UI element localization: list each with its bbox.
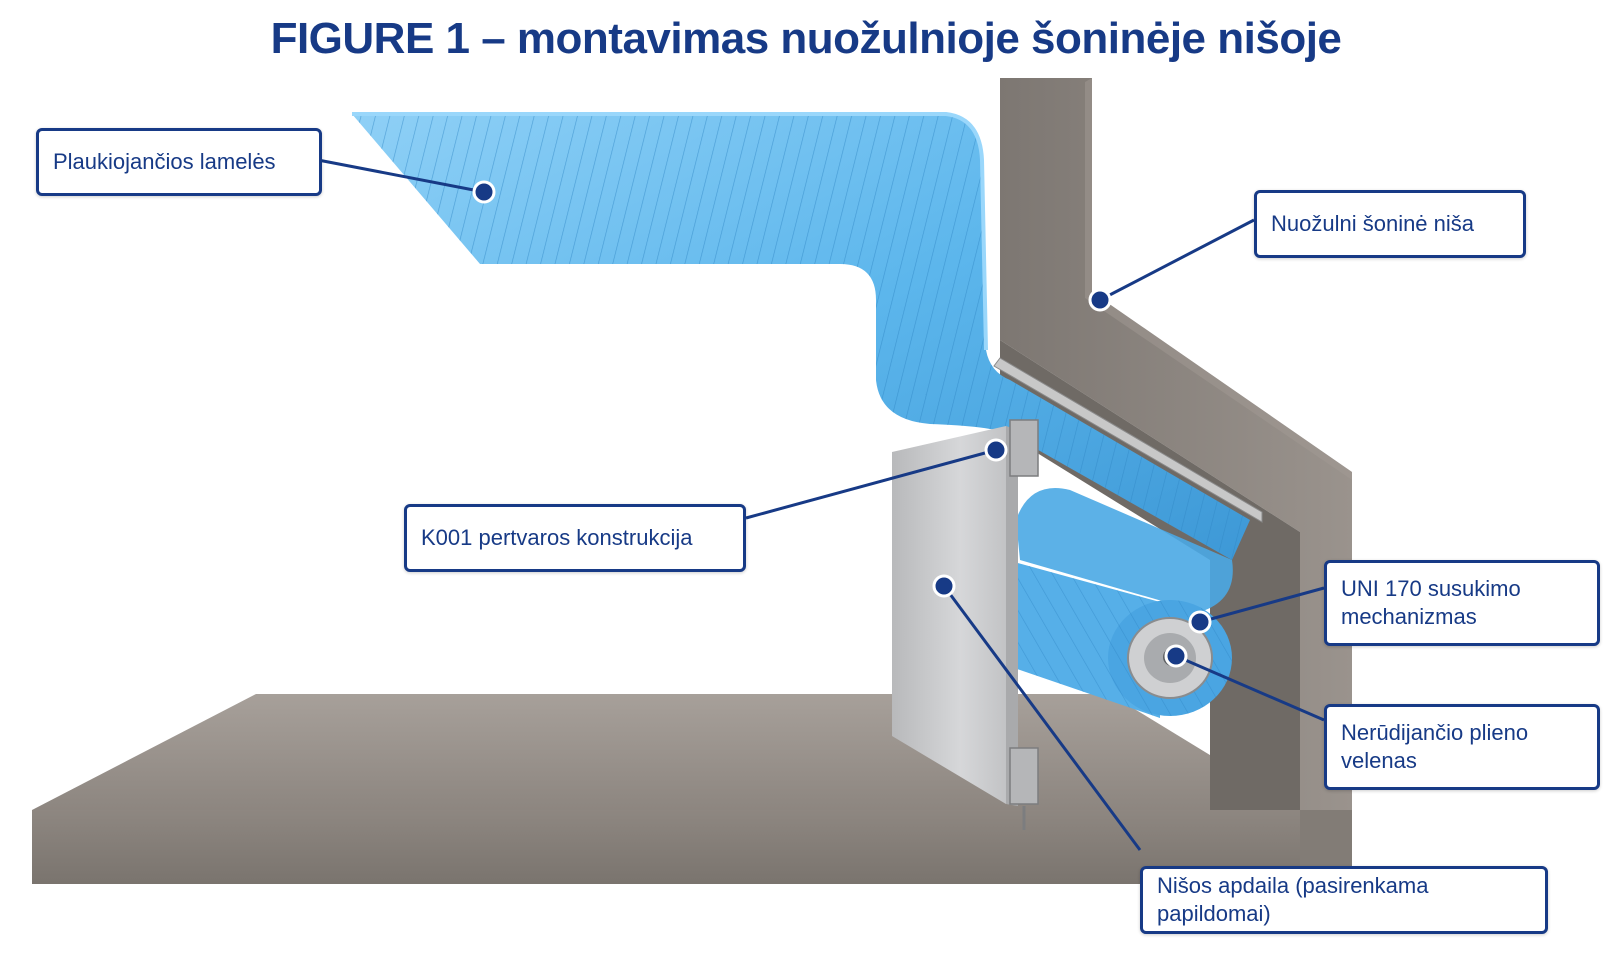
floor-slab bbox=[32, 694, 1352, 884]
leader-partition bbox=[745, 448, 997, 520]
callout-partition-text: K001 pertvaros konstrukcija bbox=[421, 525, 693, 550]
callout-mechanism-text: UNI 170 susukimo mechanizmas bbox=[1341, 576, 1521, 629]
leader-mechanism bbox=[1199, 586, 1325, 624]
leader-finish bbox=[942, 585, 1142, 851]
leader-lamels bbox=[317, 158, 485, 194]
marker-finish bbox=[932, 574, 956, 598]
leader-shaft bbox=[1175, 654, 1325, 722]
marker-shaft bbox=[1164, 644, 1188, 668]
callout-niche-finish: Nišos apdaila (pasirenkama papildomai) bbox=[1140, 866, 1548, 934]
marker-niche bbox=[1088, 288, 1112, 312]
partition-panel bbox=[892, 419, 1039, 830]
marker-partition bbox=[984, 438, 1008, 462]
callout-partition: K001 pertvaros konstrukcija bbox=[404, 504, 746, 572]
callout-inclined-niche-text: Nuožulni šoninė niša bbox=[1271, 211, 1475, 236]
callout-niche-finish-text: Nišos apdaila (pasirenkama papildomai) bbox=[1157, 873, 1429, 926]
roller-mechanism bbox=[1014, 562, 1232, 718]
niche-rail bbox=[993, 357, 1263, 523]
callout-shaft-text: Nerūdijančio plieno velenas bbox=[1341, 720, 1529, 773]
callout-floating-slats: Plaukiojančios lamelės bbox=[36, 128, 322, 196]
leader-lines bbox=[317, 158, 1325, 851]
leader-niche bbox=[1099, 218, 1255, 302]
marker-lamels bbox=[472, 180, 496, 204]
floating-slats bbox=[352, 112, 1250, 612]
callout-shaft: Nerūdijančio plieno velenas bbox=[1324, 704, 1600, 790]
marker-mechanism bbox=[1188, 610, 1212, 634]
figure-title: FIGURE 1 – montavimas nuožulnioje šoninė… bbox=[270, 14, 1342, 63]
callout-floating-slats-text: Plaukiojančios lamelės bbox=[53, 149, 276, 174]
callout-mechanism: UNI 170 susukimo mechanizmas bbox=[1324, 560, 1600, 646]
callout-inclined-niche: Nuožulni šoninė niša bbox=[1254, 190, 1526, 258]
